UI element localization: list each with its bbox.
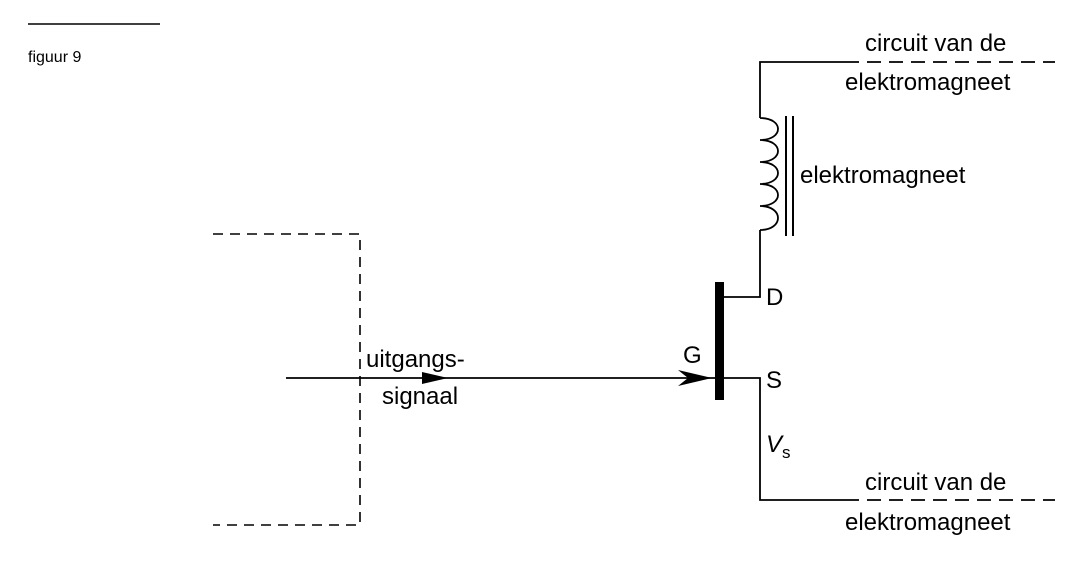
input-signal-label-line2: signaal bbox=[382, 383, 458, 410]
coil-winding bbox=[759, 117, 779, 231]
drain-wire bbox=[724, 230, 761, 298]
drain-label: D bbox=[766, 284, 783, 311]
top-wire bbox=[759, 61, 845, 118]
figure-caption: figuur 9 bbox=[28, 49, 81, 66]
coil-label: elektromagneet bbox=[800, 162, 966, 189]
circuit-top-label-line2: elektromagneet bbox=[845, 69, 1011, 96]
transistor-channel-bar bbox=[715, 282, 724, 400]
gate-arrow bbox=[678, 370, 712, 386]
input-signal-label-line1: uitgangs- bbox=[366, 346, 465, 373]
source-wire bbox=[724, 377, 845, 501]
source-voltage-label: Vs bbox=[766, 431, 791, 462]
voltage-symbol: V bbox=[766, 431, 784, 458]
circuit-bottom-label-line2: elektromagneet bbox=[845, 509, 1011, 536]
signal-arrow bbox=[422, 372, 448, 384]
circuit-bottom-label-line1: circuit van de bbox=[865, 469, 1006, 496]
source-label: S bbox=[766, 367, 782, 394]
circuit-top-label-line1: circuit van de bbox=[865, 30, 1006, 57]
dashed-source-block bbox=[213, 233, 361, 526]
gate-label: G bbox=[683, 342, 702, 369]
voltage-subscript: s bbox=[782, 443, 791, 462]
